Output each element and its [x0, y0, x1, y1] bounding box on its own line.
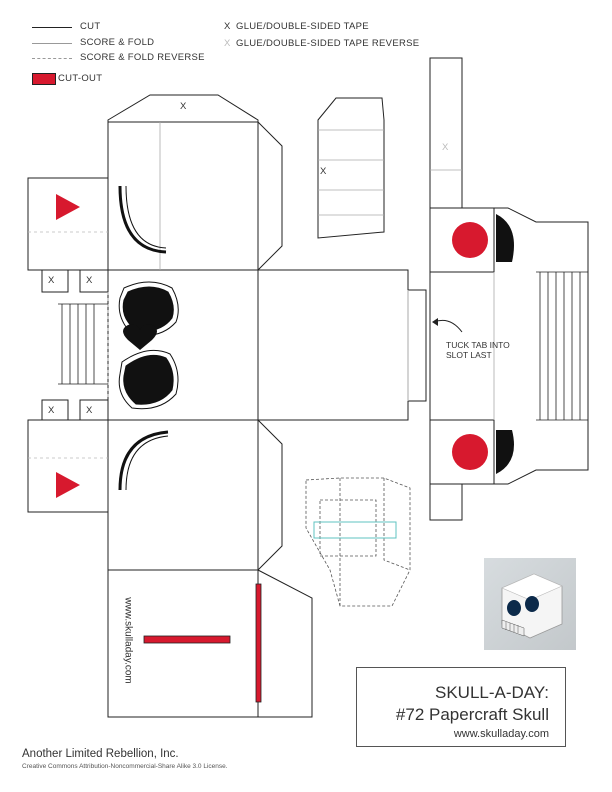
- skull-photo-drawing: [501, 573, 563, 639]
- left-panel-top: [27, 177, 109, 271]
- red-triangle-bottom: [56, 472, 80, 498]
- panel-top: [107, 121, 259, 271]
- legend-cut-line: [32, 27, 72, 28]
- teeth-left-face: [61, 304, 95, 384]
- flap-right-3: [257, 419, 283, 571]
- glue-mark-left-4: X: [86, 405, 93, 416]
- eye-socket-right: [123, 354, 174, 405]
- title-heading: SKULL-A-DAY:: [434, 683, 549, 702]
- jaw-piece-top-tab: [429, 57, 463, 209]
- glue-mark-left-1: X: [48, 275, 55, 286]
- jaw-crescent-bottom: [496, 430, 514, 474]
- jaw-crescent-top: [496, 214, 514, 262]
- legend-score-reverse-label: SCORE & FOLD REVERSE: [80, 52, 205, 63]
- skull-photo: [484, 558, 576, 650]
- title-subheading: #72 Papercraft Skull: [395, 705, 549, 724]
- glue-mark-left-3: X: [48, 405, 55, 416]
- legend-score-label: SCORE & FOLD: [80, 37, 155, 48]
- jaw-top-block: [429, 207, 495, 273]
- cheek-curve-bottom: [118, 430, 169, 491]
- panel-right-extension: [258, 269, 427, 421]
- legend-cutout-label: CUT-OUT: [58, 73, 103, 84]
- legend-glue-reverse-label: GLUE/DOUBLE-SIDED TAPE REVERSE: [236, 38, 420, 49]
- glue-mark-left-2: X: [86, 275, 93, 286]
- left-teeth-tabs-bottom: [28, 399, 108, 421]
- glue-mark-loose-piece: X: [320, 166, 327, 177]
- legend-glue-mark: X: [224, 21, 231, 32]
- title-url: www.skulladay.com: [453, 728, 549, 740]
- tuck-note: TUCK TAB INTO SLOT LAST: [446, 340, 510, 360]
- left-teeth-tabs-top: [28, 269, 108, 293]
- flap-right-1: [257, 121, 283, 271]
- title-box: SKULL-A-DAY: #72 Papercraft Skull www.sk…: [356, 667, 566, 747]
- glue-mark-lid: X: [180, 101, 187, 112]
- red-circle-bottom: [452, 434, 488, 470]
- legend-glue-label: GLUE/DOUBLE-SIDED TAPE: [236, 21, 369, 32]
- left-panel-bottom: [27, 419, 109, 513]
- jaw-bottom-block: [429, 419, 495, 485]
- loose-piece: [317, 97, 385, 239]
- eye-socket-left: [122, 286, 174, 332]
- legend-glue-reverse-mark: X: [224, 38, 231, 49]
- legend-cutout-swatch: [32, 73, 56, 85]
- flap-right-4: [257, 569, 313, 718]
- vertical-url: www.skulladay.com: [122, 597, 134, 684]
- jaw-piece-bottom-tab: [429, 483, 463, 521]
- cheek-curve-top: [118, 185, 167, 254]
- glue-mark-reverse-jaw: X: [442, 142, 449, 153]
- slit-horizontal: [143, 635, 231, 644]
- panel-lower: [107, 419, 259, 571]
- slit-vertical: [255, 583, 262, 703]
- license-text: Creative Commons Attribution-Noncommerci…: [22, 763, 228, 770]
- legend-score-reverse-line: [32, 58, 72, 59]
- assembly-diagram: [305, 477, 411, 607]
- red-circle-top: [452, 222, 488, 258]
- red-triangle-top: [56, 194, 80, 220]
- legend-score-line: [32, 43, 72, 44]
- legend-cut-label: CUT: [80, 21, 101, 32]
- company-name: Another Limited Rebellion, Inc.: [22, 748, 179, 760]
- tuck-arrow: [433, 319, 463, 333]
- nose-heart: [123, 324, 157, 350]
- teeth-jaw-right: [539, 272, 581, 420]
